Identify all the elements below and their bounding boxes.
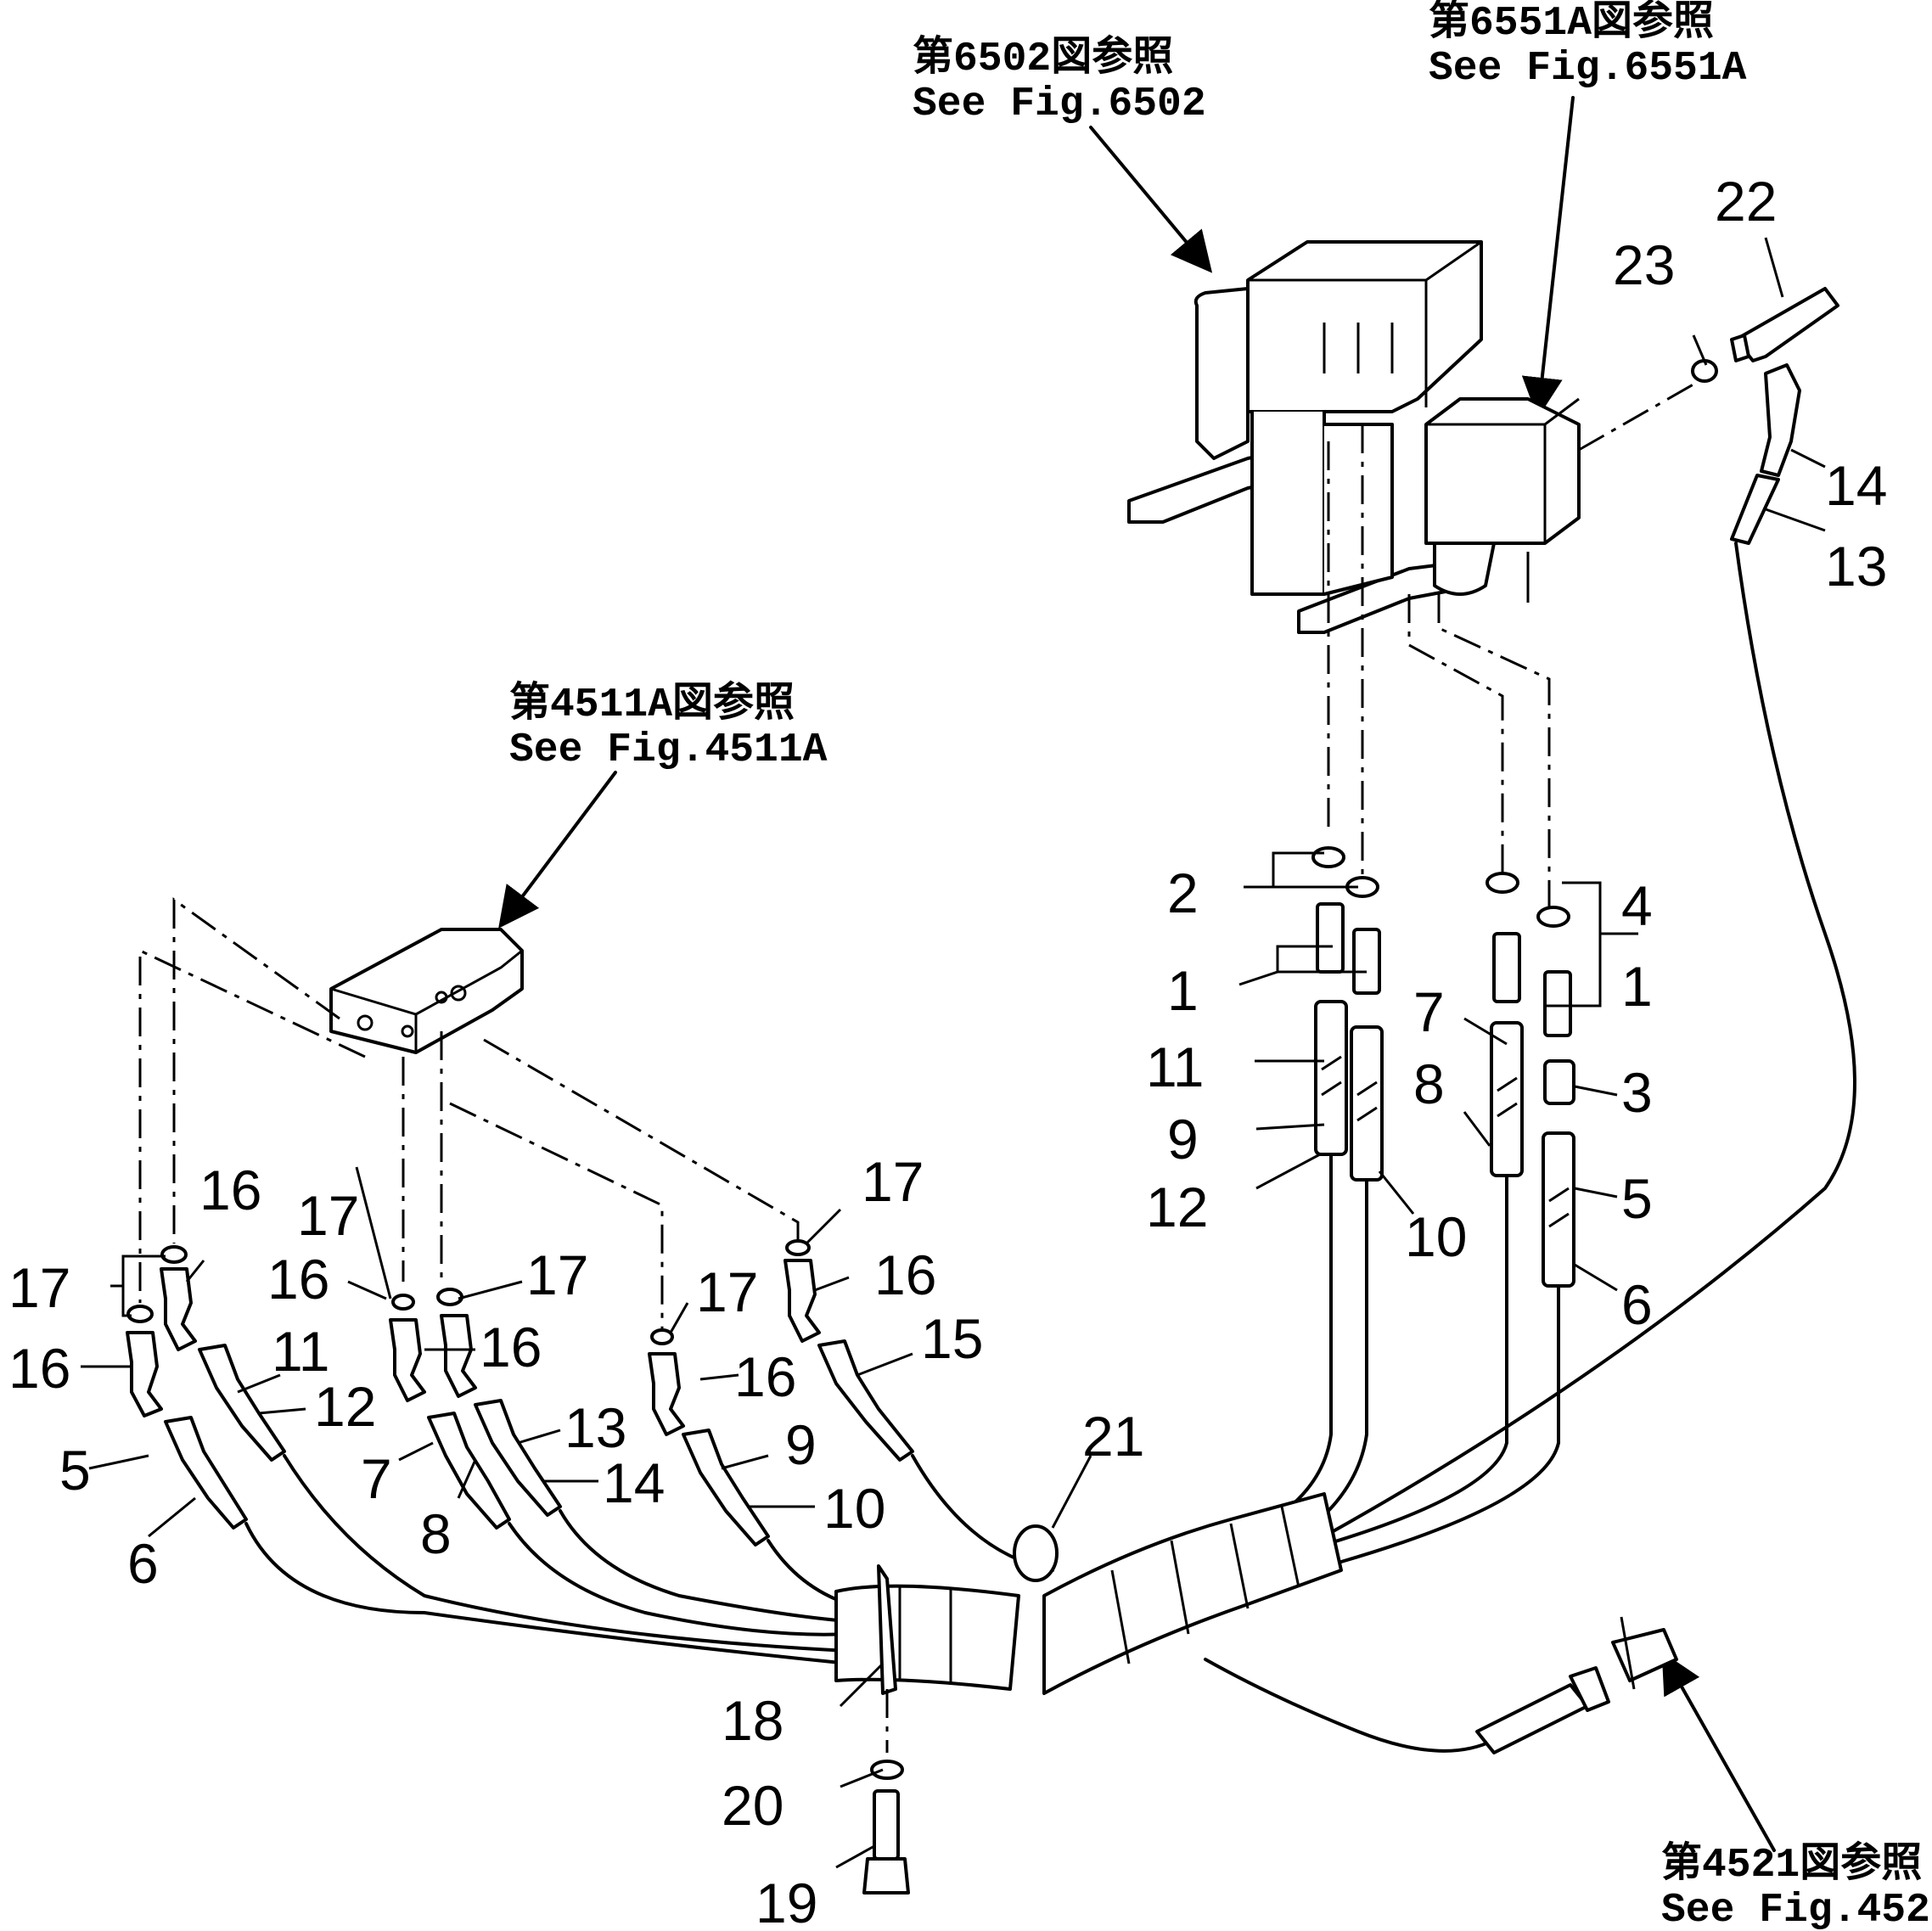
svg-text:See Fig.6502: See Fig.6502: [913, 81, 1206, 127]
port-leaders-left: [138, 897, 800, 1328]
part-label-6: 6: [1621, 1273, 1653, 1336]
part-label-17: 17: [297, 1184, 359, 1247]
part-label-8: 8: [1413, 1053, 1445, 1115]
svg-text:第6551A図参照: 第6551A図参照: [1429, 0, 1714, 47]
part-label-3: 3: [1621, 1061, 1653, 1124]
part-label-11: 11: [1146, 1036, 1205, 1098]
part-label-12: 12: [1146, 1176, 1208, 1238]
part-label-9: 9: [785, 1413, 817, 1476]
part-label-17: 17: [526, 1243, 588, 1306]
fitting-top-right: [1730, 287, 1839, 545]
part-label-2: 2: [1167, 862, 1199, 924]
hose-bundle: [244, 542, 1856, 1753]
svg-text:第4511A図参照: 第4511A図参照: [509, 680, 795, 728]
hose-fittings-left: [164, 1339, 914, 1546]
hose-fittings-right: [1314, 902, 1575, 1288]
leader-lines: [81, 237, 1826, 1869]
part-label-22: 22: [1715, 170, 1777, 233]
part-label-23: 23: [1613, 233, 1675, 296]
part-label-8: 8: [420, 1502, 452, 1565]
reference-fig6502: 第6502図参照 See Fig.6502: [913, 34, 1206, 127]
tee-fitting: [1475, 1616, 1678, 1754]
part-label-11: 11: [272, 1320, 330, 1383]
svg-text:See Fig.6551A: See Fig.6551A: [1429, 46, 1747, 92]
part-label-17: 17: [862, 1150, 924, 1213]
reference-arrows: [498, 96, 1776, 1852]
reference-fig4521: 第4521図参照 See Fig.4521: [1661, 1840, 1932, 1931]
part-label-7: 7: [361, 1447, 392, 1510]
part-label-14: 14: [1825, 454, 1887, 517]
part-label-10: 10: [823, 1477, 885, 1540]
part-label-19: 19: [755, 1872, 817, 1931]
part-label-18: 18: [722, 1689, 783, 1752]
port-leaders-upper: [1327, 424, 1551, 912]
part-label-10: 10: [1405, 1205, 1467, 1268]
reference-fig6551a: 第6551A図参照 See Fig.6551A: [1429, 0, 1747, 92]
part-number-labels: 2 1 11 9 12 10 7 8 4 1 3 5 6 22 23 14 13…: [8, 170, 1887, 1931]
part-label-12: 12: [314, 1375, 376, 1438]
part-label-16: 16: [8, 1337, 70, 1400]
part-label-1: 1: [1621, 955, 1653, 1018]
reference-fig4511a: 第4511A図参照 See Fig.4511A: [509, 680, 828, 773]
part-label-15: 15: [921, 1307, 983, 1370]
part-label-16: 16: [734, 1345, 796, 1408]
part-label-20: 20: [722, 1774, 783, 1837]
part-label-5: 5: [1621, 1167, 1653, 1230]
part-label-17: 17: [696, 1260, 758, 1323]
part-label-9: 9: [1167, 1108, 1199, 1170]
bolt-washer: [862, 1689, 910, 1895]
svg-text:第6502図参照: 第6502図参照: [913, 34, 1173, 82]
part-label-17: 17: [8, 1256, 70, 1319]
part-label-21: 21: [1082, 1405, 1144, 1468]
part-label-4: 4: [1621, 874, 1653, 937]
part-label-14: 14: [603, 1451, 665, 1514]
part-label-1: 1: [1167, 959, 1199, 1022]
part-label-13: 13: [564, 1396, 626, 1459]
part-label-16: 16: [267, 1248, 329, 1311]
svg-text:第4521図参照: 第4521図参照: [1661, 1840, 1922, 1889]
part-label-16: 16: [480, 1316, 542, 1378]
o-rings: [126, 359, 1718, 1345]
svg-text:See Fig.4521: See Fig.4521: [1661, 1888, 1932, 1931]
part-label-16: 16: [199, 1159, 261, 1221]
valve-block-left: [329, 928, 524, 1054]
svg-text:See Fig.4511A: See Fig.4511A: [509, 727, 828, 773]
part-label-5: 5: [59, 1439, 91, 1502]
part-label-7: 7: [1413, 980, 1445, 1043]
valve-assembly-upper: [1127, 240, 1699, 634]
part-label-16: 16: [874, 1243, 936, 1306]
part-label-13: 13: [1825, 535, 1887, 598]
part-label-6: 6: [127, 1532, 159, 1595]
elbow-fittings: [126, 1259, 821, 1436]
